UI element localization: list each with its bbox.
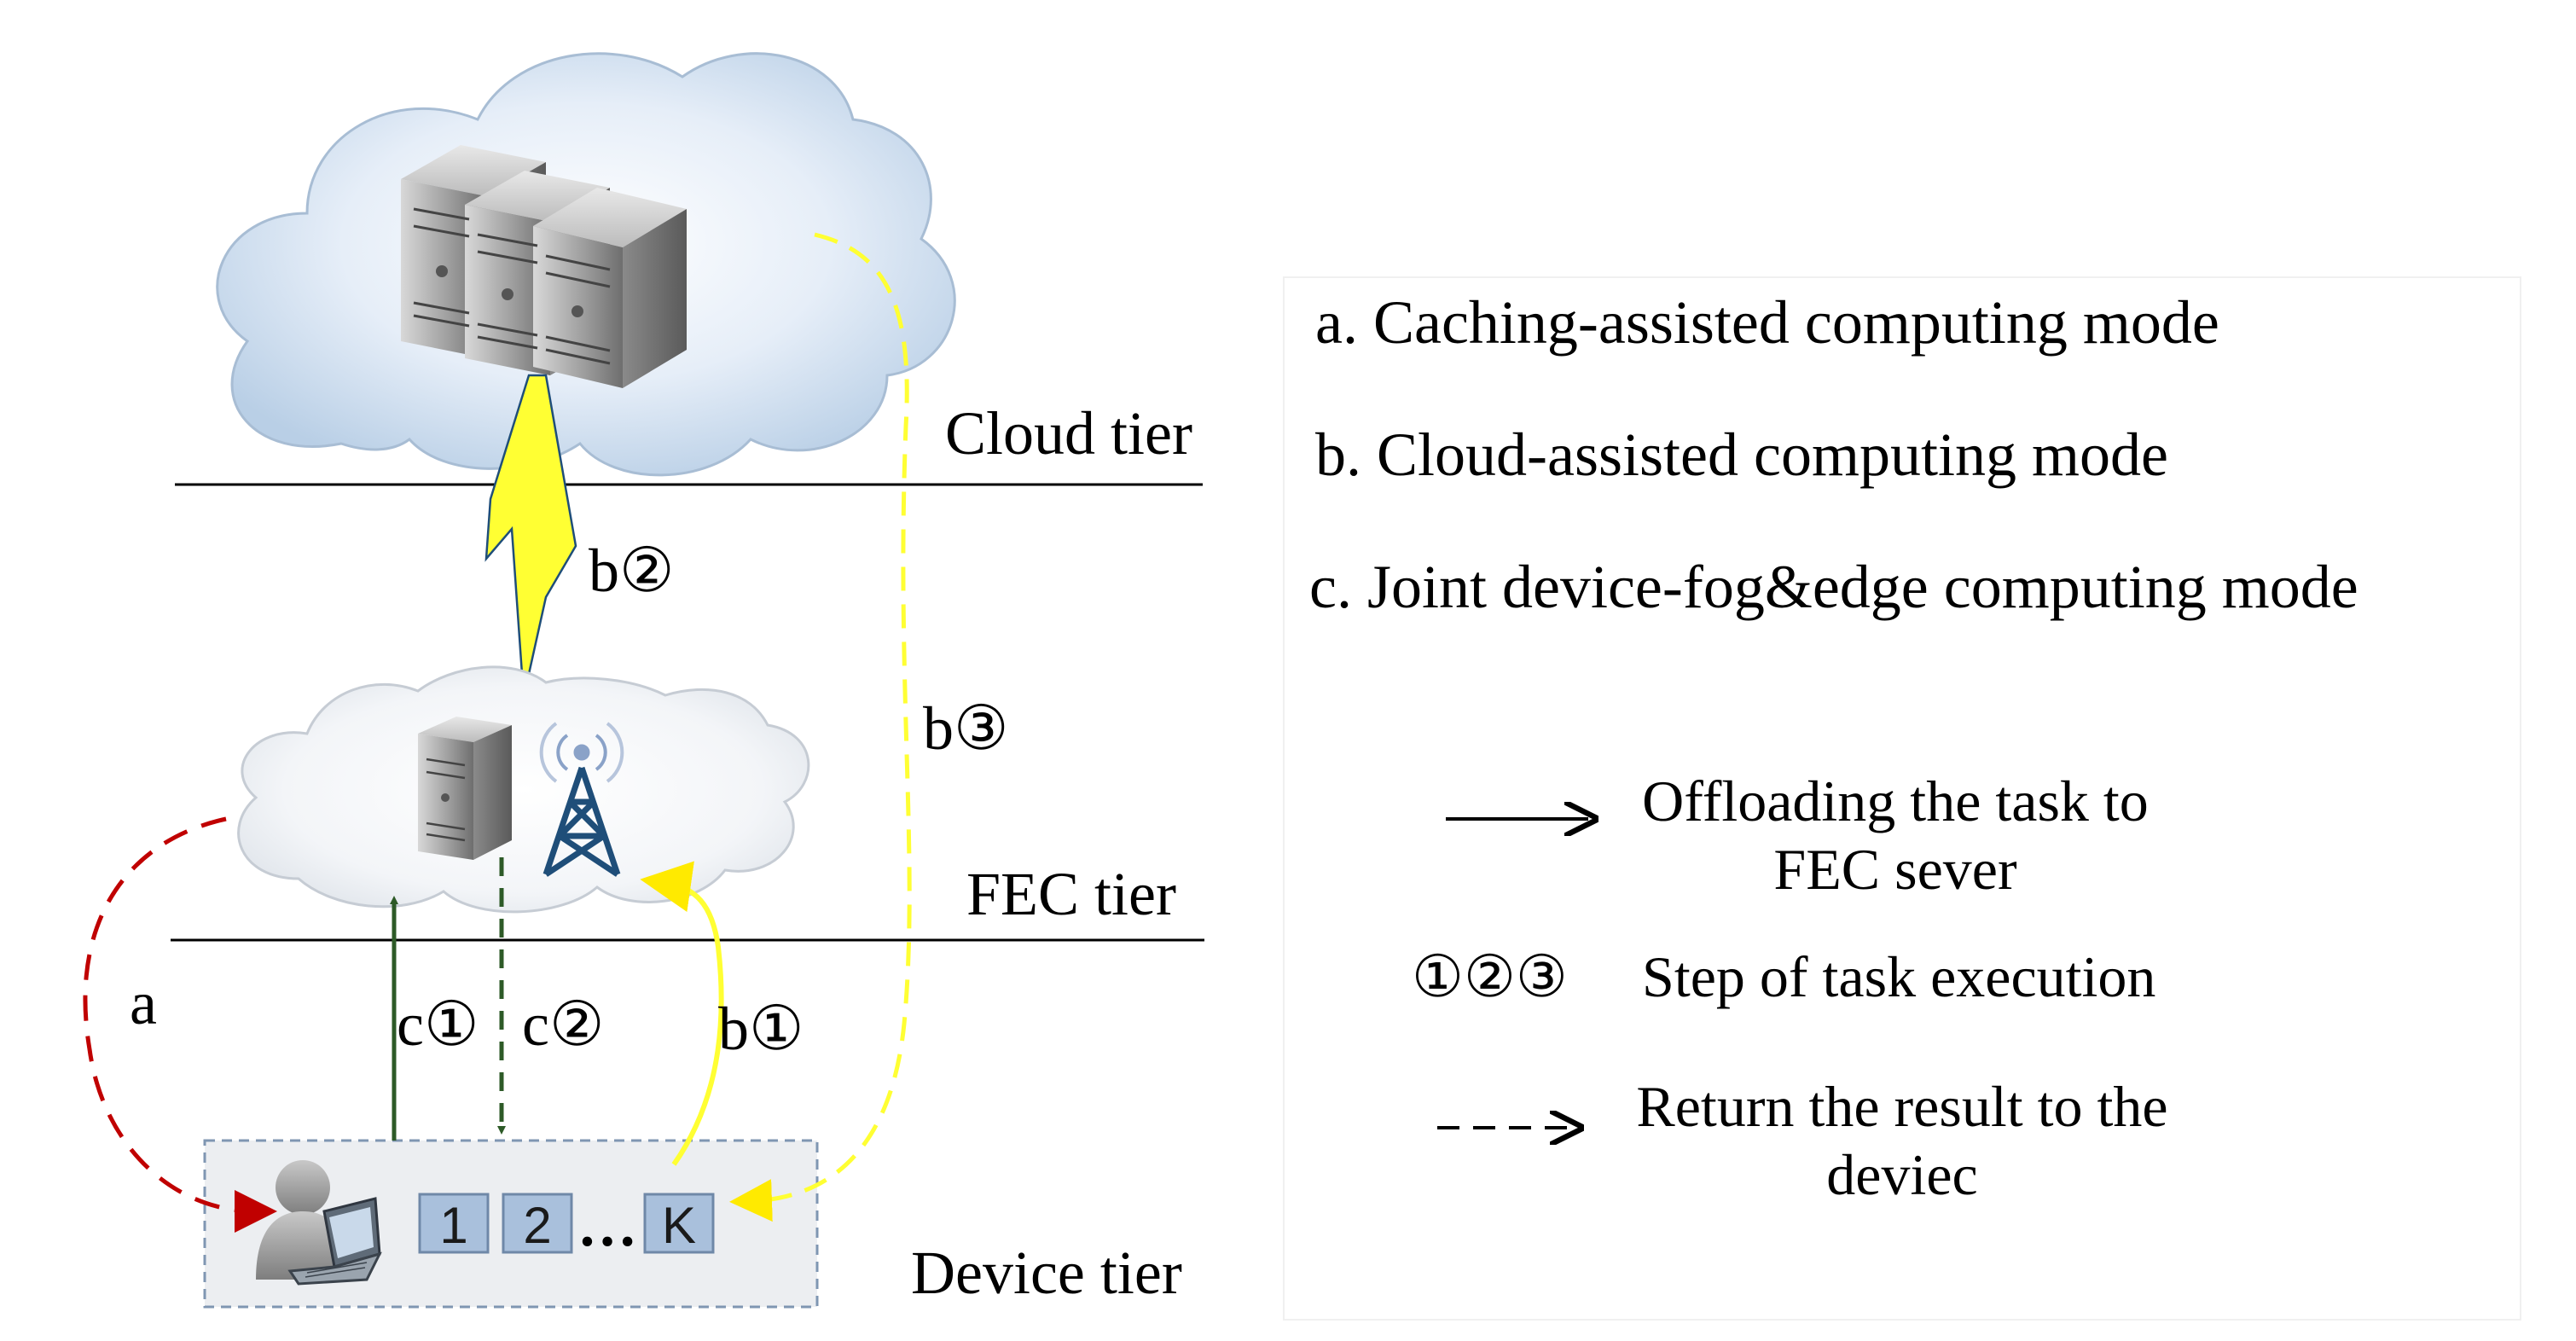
path-b3-label: b③ [923, 694, 1009, 763]
cell-tower-icon [539, 722, 624, 877]
path-b1-label: b① [718, 995, 804, 1063]
legend-mode-c: c. Joint device-fog&edge computing mode [1309, 553, 2358, 621]
server-rack-icon [401, 145, 687, 388]
legend-offload-line1: Offloading the task to [1642, 769, 2149, 833]
server-icon [418, 717, 512, 860]
path-b3-arrow [729, 232, 912, 1222]
task-box-1 [418, 1193, 490, 1254]
path-c1-label: c① [397, 990, 479, 1059]
task-label-2: 2 [523, 1197, 551, 1254]
path-b1-arrow [640, 861, 724, 1166]
legend-return-line1: Return the result to the [1636, 1074, 2167, 1139]
fog-cloud-icon [237, 665, 810, 914]
legend-mode-b: b. Cloud-assisted computing mode [1315, 421, 2168, 489]
path-a-arrow [83, 816, 277, 1233]
task-box-k [643, 1193, 715, 1254]
legend-steps-text: Step of task execution [1642, 944, 2155, 1009]
cloud-tier-label: Cloud tier [945, 399, 1192, 467]
device-tier-label: Device tier [911, 1239, 1182, 1307]
legend-offload-line2: FEC sever [1773, 837, 2017, 902]
task-ellipsis: … [577, 1193, 637, 1259]
legend-panel [1283, 276, 2521, 1321]
path-a-label: a [130, 969, 157, 1037]
legend-mode-a: a. Caching-assisted computing mode [1315, 288, 2219, 357]
task-label-k: K [662, 1197, 696, 1254]
fec-tier-label: FEC tier [966, 860, 1176, 928]
path-c2-label: c② [522, 990, 605, 1059]
legend-return-line2: deviec [1826, 1142, 1977, 1207]
task-box-2 [502, 1193, 573, 1254]
legend-steps-symbols: ①②③ [1412, 944, 1568, 1009]
task-label-1: 1 [439, 1197, 467, 1254]
path-b2-label: b② [589, 537, 675, 605]
user-laptop-icon [256, 1160, 382, 1286]
